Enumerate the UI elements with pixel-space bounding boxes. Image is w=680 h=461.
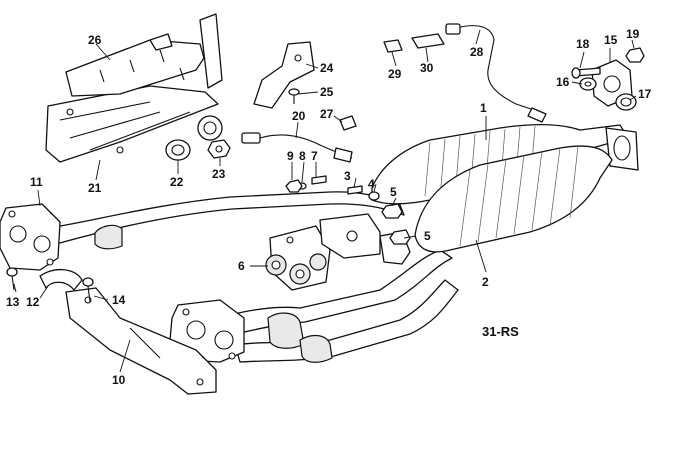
callout-1: 1 — [480, 101, 487, 115]
bolt-14 — [82, 277, 94, 303]
callout-16: 16 — [556, 75, 570, 89]
callout-2: 2 — [482, 275, 489, 289]
nut-19 — [625, 47, 645, 63]
callout-5-lower: 5 — [424, 229, 431, 243]
callout-15: 15 — [604, 33, 618, 47]
mount-bracket-26 — [65, 33, 205, 97]
spring-16 — [579, 77, 597, 91]
callout-24: 24 — [320, 61, 334, 75]
callout-19: 19 — [626, 27, 640, 41]
callout-27: 27 — [320, 107, 334, 121]
washer-4 — [368, 191, 380, 201]
nut-5-lower — [389, 229, 411, 245]
callout-12: 12 — [26, 295, 40, 309]
callout-8: 8 — [299, 149, 306, 163]
callout-29: 29 — [388, 67, 402, 81]
front-exhaust-pipe-lower — [209, 249, 459, 363]
screw-13 — [6, 267, 18, 291]
catalytic-converter-2 — [414, 145, 613, 253]
callout-17: 17 — [638, 87, 652, 101]
callout-23: 23 — [212, 167, 226, 181]
callout-11: 11 — [30, 175, 43, 189]
callout-7: 7 — [311, 149, 318, 163]
callout-22: 22 — [170, 175, 184, 189]
oxygen-sensor-lead-28 — [445, 23, 547, 123]
callout-28: 28 — [470, 45, 484, 59]
callout-13: 13 — [6, 295, 20, 309]
callout-labels: 1 2 3 4 5 5 6 7 8 9 10 11 12 13 14 15 16… — [6, 27, 652, 387]
callout-30: 30 — [420, 61, 434, 75]
callout-3: 3 — [344, 169, 351, 183]
clamp-12 — [39, 269, 83, 291]
bolt-3 — [347, 185, 363, 195]
callout-4: 4 — [368, 177, 375, 191]
heat-shield-clip-24 — [253, 41, 315, 109]
cable-clip-30 — [411, 33, 445, 49]
rubber-mount-22 — [165, 115, 223, 161]
diagram-reference-code: 31-RS — [482, 324, 519, 339]
callout-18: 18 — [576, 37, 590, 51]
callout-26: 26 — [88, 33, 102, 47]
callout-10: 10 — [112, 373, 126, 387]
heat-shield-bracket — [45, 13, 223, 163]
sleeve-17 — [615, 93, 637, 111]
support-bracket-10 — [65, 287, 217, 395]
callout-20: 20 — [292, 109, 306, 123]
bolt-18 — [571, 67, 601, 79]
nut-5-upper — [381, 203, 403, 219]
hanger-bracket-6 — [265, 225, 331, 291]
callout-5-upper: 5 — [390, 185, 397, 199]
cable-clip-29 — [383, 39, 403, 53]
oxygen-sensor-20 — [241, 132, 353, 163]
callout-6: 6 — [238, 259, 245, 273]
cable-clip-27 — [339, 115, 357, 131]
nut-9 — [285, 179, 303, 193]
bracket-plate-center — [319, 213, 411, 265]
callout-9: 9 — [287, 149, 294, 163]
callout-14: 14 — [112, 293, 126, 307]
front-exhaust-pipe-upper — [47, 191, 405, 250]
manifold-flange-left — [0, 203, 61, 271]
callout-25: 25 — [320, 85, 334, 99]
bolt-7 — [311, 175, 327, 185]
leader-lines — [13, 29, 637, 373]
screw-25 — [288, 88, 300, 104]
callout-21: 21 — [88, 181, 102, 195]
nut-23 — [207, 139, 231, 159]
